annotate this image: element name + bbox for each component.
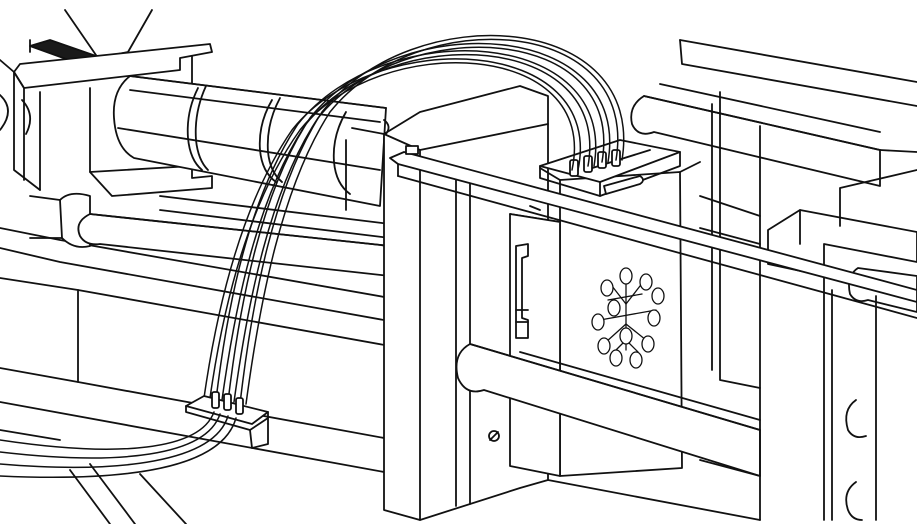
machine-bed [0,227,396,524]
trailing-cables [0,411,237,479]
tie-bar-lower-left [77,195,391,277]
safety-guard-frame [389,39,917,521]
cable-connector-bracket [185,391,269,449]
injection-unit [0,9,213,248]
hot-runner-manifold-diagram [591,267,665,369]
hot-runner-cables [203,34,625,405]
